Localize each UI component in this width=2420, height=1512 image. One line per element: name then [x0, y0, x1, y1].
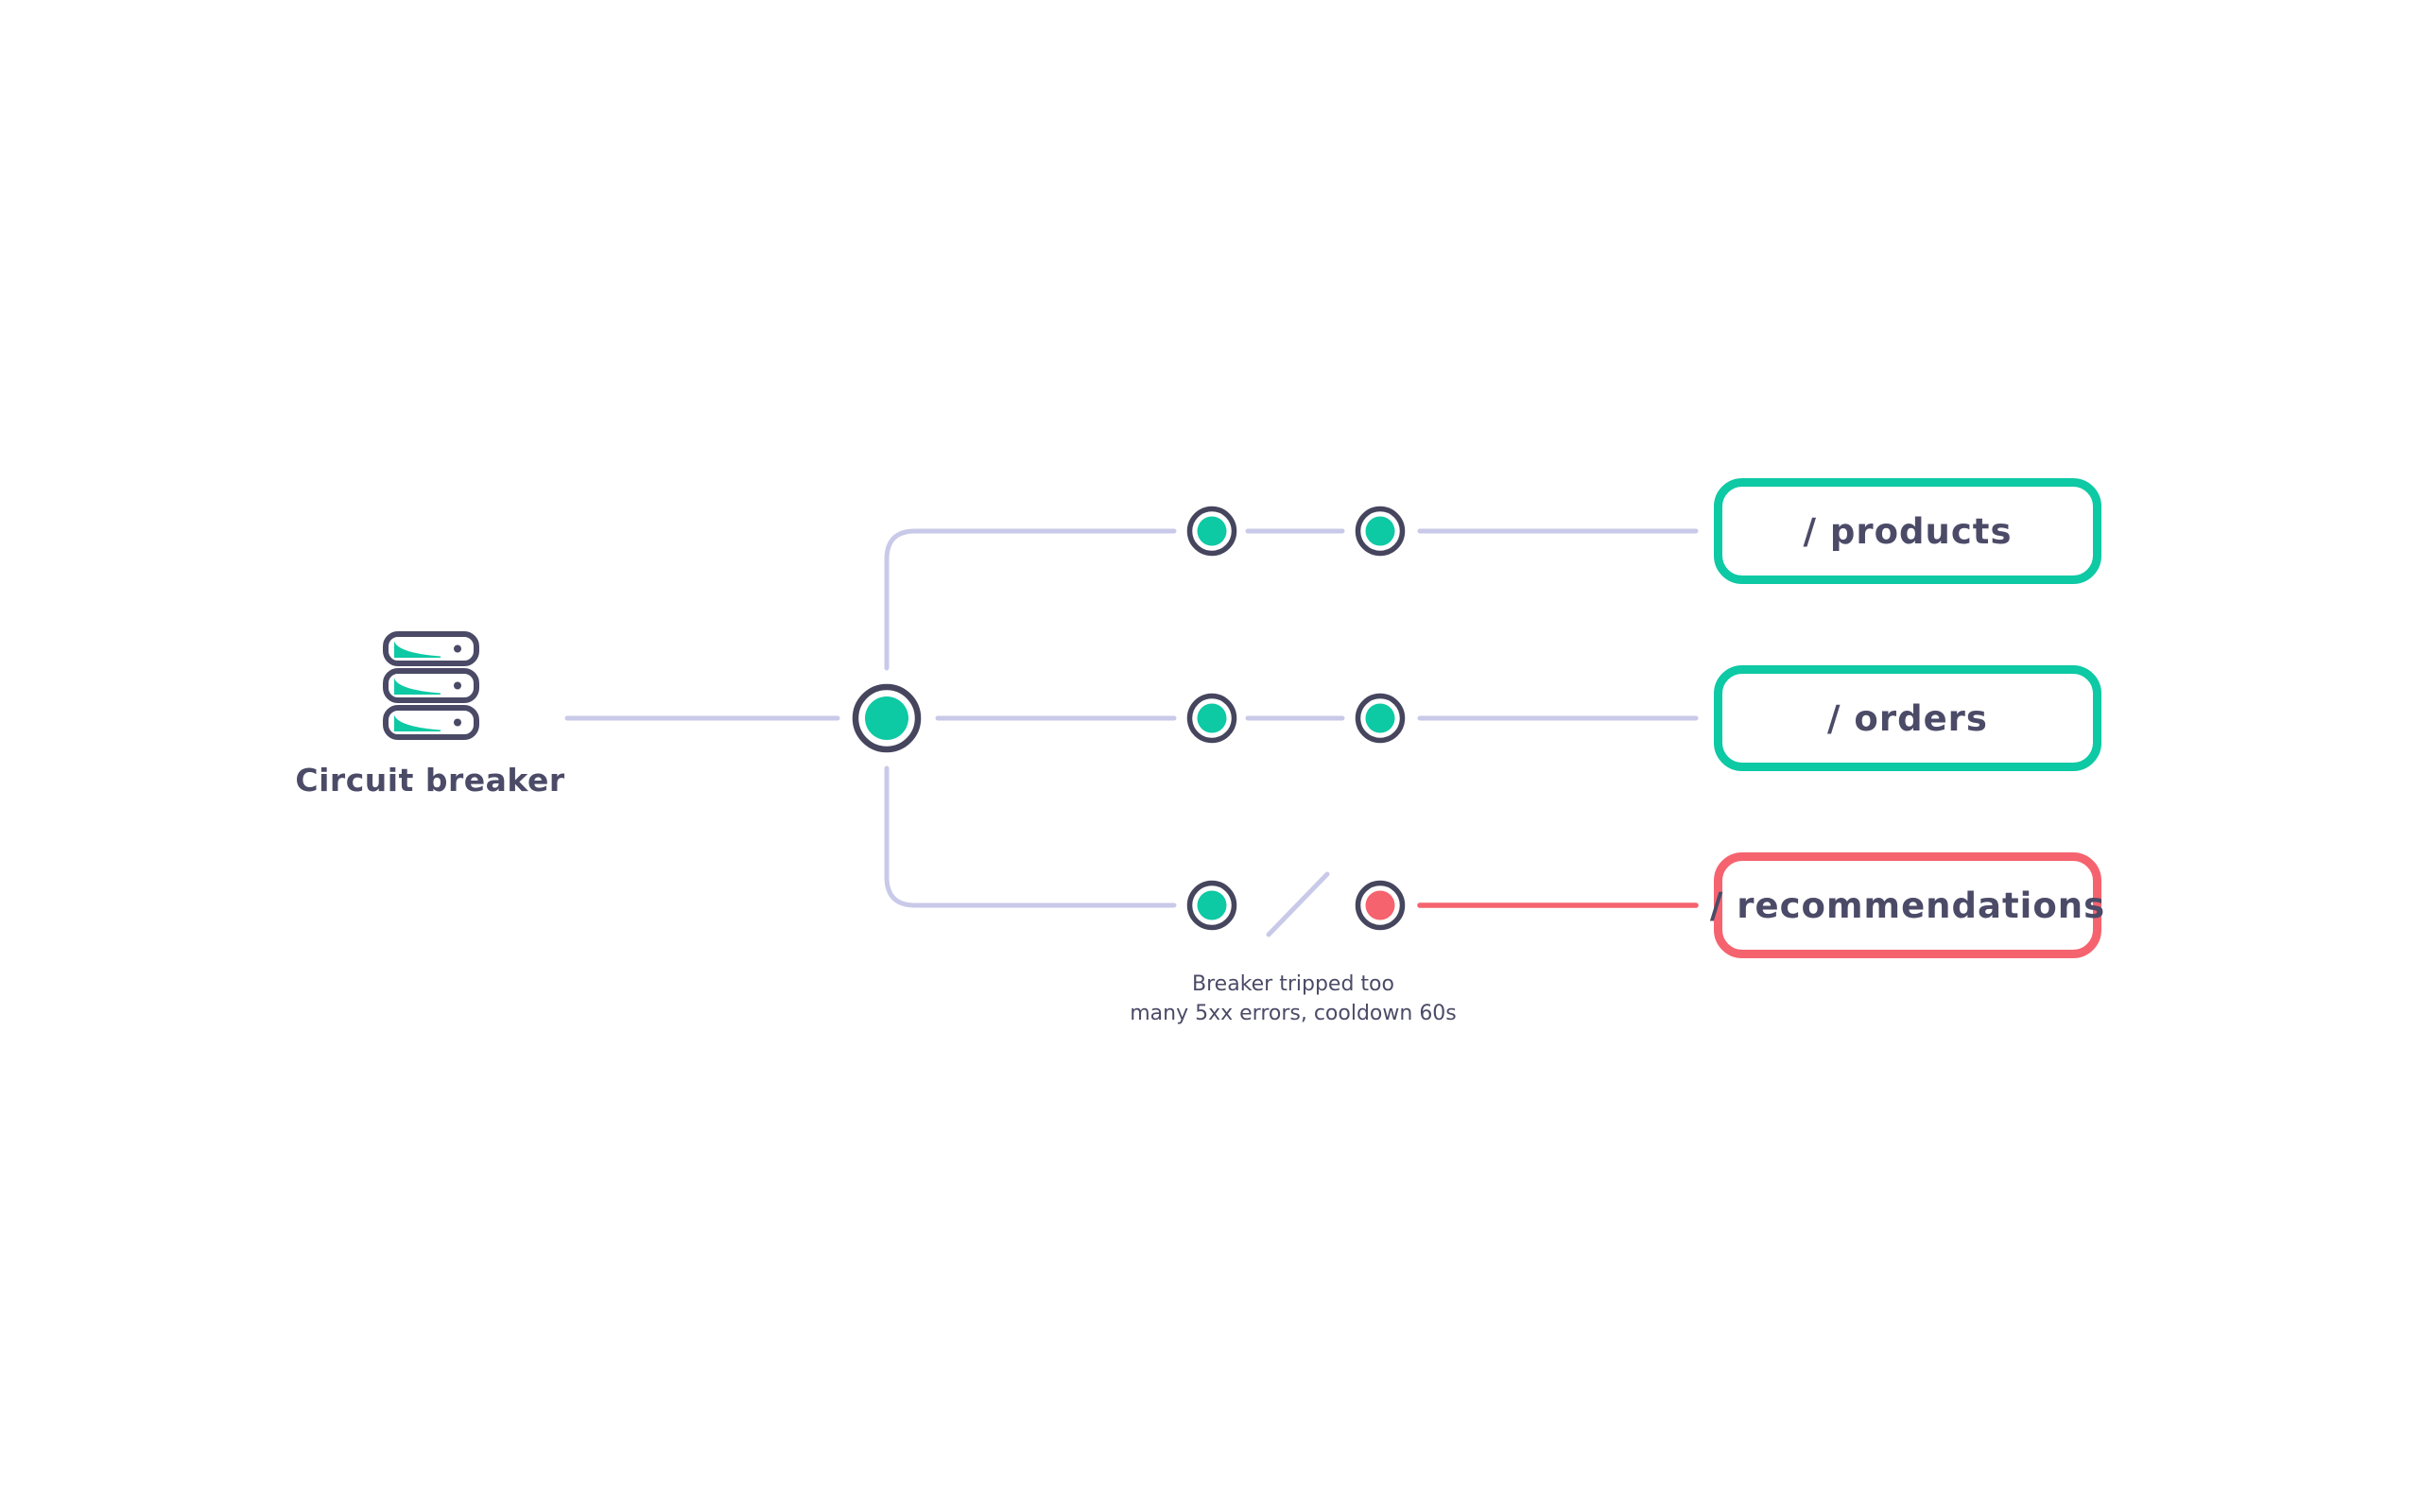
breaker-node-icon: [852, 683, 922, 753]
connector-branch-bottom: [884, 765, 1177, 908]
route-orders-node-2: [1355, 693, 1406, 744]
annotation-line-1: Breaker tripped too: [1192, 972, 1394, 996]
endpoint-label-orders: / orders: [1827, 697, 1988, 739]
route-orders-node-1: [1186, 693, 1237, 744]
endpoint-label-products: / products: [1803, 510, 2013, 552]
breaker-tripped-annotation: Breaker tripped too many 5xx errors, coo…: [1130, 970, 1457, 1028]
route-products-node-1: [1186, 506, 1237, 557]
connector-branch-top: [884, 528, 1177, 671]
source-label: Circuit breaker: [295, 762, 565, 799]
annotation-line-2: many 5xx errors, cooldown 60s: [1130, 1002, 1457, 1025]
connector-lines: [564, 528, 1699, 937]
route-recommendations-node-1: [1186, 880, 1237, 931]
endpoint-box-products: / products: [1714, 478, 2101, 584]
endpoint-box-recommendations: / recommendations: [1710, 852, 2104, 958]
route-recommendations-node-2-error: [1355, 880, 1406, 931]
server-stack-icon: [386, 634, 476, 737]
endpoint-label-recommendations: / recommendations: [1709, 885, 2106, 926]
open-switch-slash-icon: [1266, 871, 1330, 937]
endpoint-box-orders: / orders: [1714, 665, 2101, 771]
route-products-node-2: [1355, 506, 1406, 557]
